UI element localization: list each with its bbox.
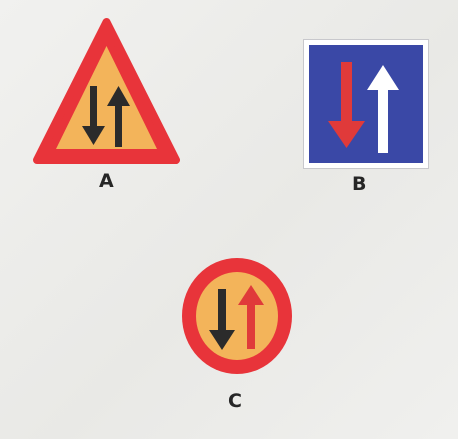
sign-c-circle (181, 257, 293, 375)
triangle-field (56, 46, 157, 149)
down-arrow-icon (82, 86, 105, 145)
sign-b-square (303, 39, 429, 169)
square-panel (309, 45, 423, 163)
square-sign-graphic (303, 39, 429, 169)
down-arrow-red-icon (328, 62, 365, 148)
down-arrow-icon (209, 289, 235, 350)
label-c: C (228, 390, 242, 412)
label-a: A (99, 170, 114, 192)
triangle-sign-graphic (33, 18, 180, 164)
up-arrow-red-icon (238, 285, 264, 349)
circle-sign-graphic (182, 258, 292, 374)
sign-a-triangle (33, 16, 180, 168)
up-arrow-white-icon (367, 65, 399, 153)
label-b: B (352, 173, 367, 195)
up-arrow-icon (107, 86, 130, 147)
circle-field (196, 272, 278, 360)
